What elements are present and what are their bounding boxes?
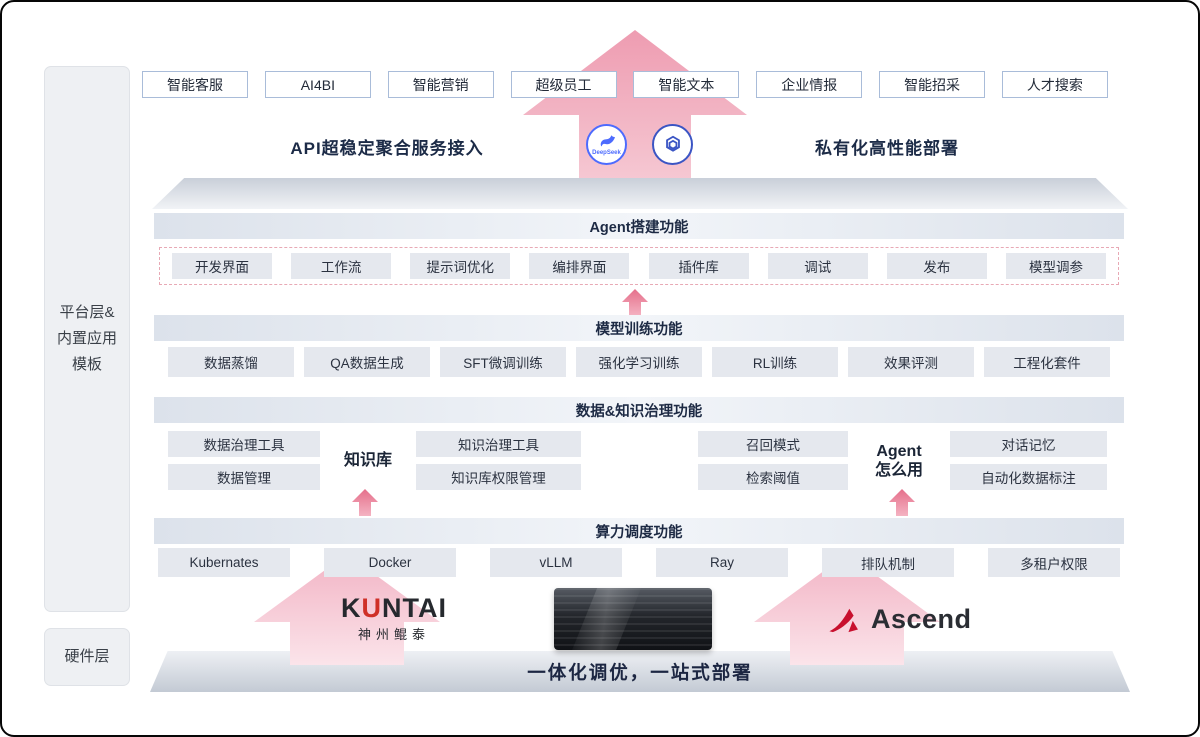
agent-item-dev-ui: 开发界面: [172, 253, 272, 279]
kuntai-chinese-name: 神州鲲泰: [357, 627, 430, 642]
hardware-left-up-arrow: [254, 554, 440, 665]
deployment-slogan: 一体化调优，一站式部署: [527, 662, 753, 683]
platform-layer-label-line2: 内置应用: [56, 330, 117, 347]
agent-usage-label: Agent 怎么用: [862, 442, 936, 480]
compute-to-agent-use-arrow: [889, 489, 915, 516]
training-layer-header: 模型训练功能: [154, 315, 1124, 341]
agent-item-publish: 发布: [886, 253, 987, 279]
agent-usage-label-line1: Agent: [876, 442, 922, 460]
app-box-smart-marketing: 智能营销: [387, 71, 494, 98]
agent-tools-row: 开发界面 工作流 提示词优化 编排界面 插件库 调试 发布 模型调参: [159, 247, 1119, 285]
agent-usage-left-column: 召回模式 检索阈值: [698, 431, 848, 490]
ascend-logo: Ascend: [826, 604, 972, 635]
server-image: [554, 588, 712, 650]
kb-item-data-management: 数据管理: [168, 464, 320, 490]
deepseek-logo: DeepSeek: [586, 124, 627, 165]
agent-layer-header: Agent搭建功能: [154, 213, 1124, 239]
kuntai-letters-ntai: NTAI: [382, 593, 447, 623]
training-item-eval: 效果评测: [848, 347, 974, 377]
kuntai-letter-k: K: [341, 593, 362, 623]
ascend-logo-icon: [829, 608, 858, 632]
ascend-wordmark: Ascend: [871, 604, 972, 634]
knowledge-base-label: 知识库: [343, 452, 392, 469]
usage-item-dialog-memory: 对话记忆: [950, 431, 1107, 457]
training-item-eng-suite: 工程化套件: [984, 347, 1110, 377]
agent-item-prompt-opt: 提示词优化: [410, 253, 511, 279]
agent-usage-group: 召回模式 检索阈值 Agent 怎么用 对话记忆 自动化数据标注: [698, 431, 1107, 490]
agent-item-orchestrate-ui: 编排界面: [529, 253, 630, 279]
training-item-distill: 数据蒸馏: [168, 347, 294, 377]
training-tools-row: 数据蒸馏 QA数据生成 SFT微调训练 强化学习训练 RL训练 效果评测 工程化…: [154, 347, 1124, 377]
kb-left-column: 数据治理工具 数据管理: [168, 431, 320, 490]
deepseek-whale-icon: [600, 134, 615, 146]
training-item-qa-gen: QA数据生成: [304, 347, 430, 377]
app-box-smart-text: 智能文本: [633, 71, 740, 98]
kuntai-logo: KUNTAI 神州鲲泰: [324, 594, 464, 643]
agent-usage-right-column: 对话记忆 自动化数据标注: [950, 431, 1107, 490]
hardware-layer-label: 硬件层: [64, 648, 110, 665]
application-row: 智能客服 AI4BI 智能营销 超级员工 智能文本 企业情报 智能招采 人才搜索: [142, 71, 1108, 98]
compute-item-multitenant: 多租户权限: [988, 548, 1120, 577]
training-item-sft: SFT微调训练: [440, 347, 566, 377]
platform-layer-label-line3: 模板: [71, 356, 102, 373]
usage-item-recall-mode: 召回模式: [698, 431, 848, 457]
compute-layer-header: 算力调度功能: [154, 518, 1124, 544]
private-deploy-label: 私有化高性能部署: [815, 139, 959, 158]
model-knot-logo: [652, 124, 693, 165]
kb-item-data-governance-tool: 数据治理工具: [168, 431, 320, 457]
kuntai-letter-u-red: U: [361, 593, 382, 623]
sidebar-hardware-layer: 硬件层: [44, 628, 130, 686]
compute-to-kb-arrow: [352, 489, 378, 516]
compute-item-queue: 排队机制: [822, 548, 954, 577]
app-box-smart-procurement: 智能招采: [879, 71, 986, 98]
hardware-right-up-arrow: [754, 554, 940, 665]
compute-item-kubernates: Kubernates: [158, 548, 290, 577]
deepseek-logo-text: DeepSeek: [592, 149, 621, 156]
agent-usage-label-line2: 怎么用: [874, 461, 923, 479]
platform-top-slab: [152, 178, 1128, 209]
knowledge-base-group: 数据治理工具 数据管理 知识库 知识治理工具 知识库权限管理: [168, 431, 581, 490]
training-item-rlhf: 强化学习训练: [576, 347, 702, 377]
training-item-rl: RL训练: [712, 347, 838, 377]
app-box-smart-service: 智能客服: [142, 71, 248, 98]
kb-item-kb-permission: 知识库权限管理: [416, 464, 581, 490]
compute-item-docker: Docker: [324, 548, 456, 577]
compute-item-ray: Ray: [656, 548, 788, 577]
app-box-talent-search: 人才搜索: [1001, 71, 1108, 98]
app-box-super-employee: 超级员工: [510, 71, 617, 98]
kb-right-column: 知识治理工具 知识库权限管理: [416, 431, 581, 490]
training-to-agent-arrow: [622, 289, 648, 316]
agent-item-debug: 调试: [767, 253, 868, 279]
api-access-label: API超稳定聚合服务接入: [290, 139, 484, 158]
agent-item-workflow: 工作流: [291, 253, 392, 279]
knot-logo-icon: [665, 135, 680, 152]
platform-layer-label-line1: 平台层&: [59, 304, 115, 321]
agent-item-plugin-lib: 插件库: [648, 253, 749, 279]
usage-item-auto-labeling: 自动化数据标注: [950, 464, 1107, 490]
app-box-ai4bi: AI4BI: [264, 71, 371, 98]
kuntai-wordmark: KUNTAI: [324, 594, 464, 622]
compute-item-vllm: vLLM: [490, 548, 622, 577]
usage-item-retrieval-threshold: 检索阈值: [698, 464, 848, 490]
data-layer-header: 数据&知识治理功能: [154, 397, 1124, 423]
compute-tools-row: Kubernates Docker vLLM Ray 排队机制 多租户权限: [154, 548, 1124, 577]
app-box-enterprise-intel: 企业情报: [756, 71, 863, 98]
agent-item-model-tuning: 模型调参: [1005, 253, 1106, 279]
kb-item-knowledge-governance-tool: 知识治理工具: [416, 431, 581, 457]
sidebar-platform-layer: 平台层& 内置应用 模板: [44, 66, 130, 612]
